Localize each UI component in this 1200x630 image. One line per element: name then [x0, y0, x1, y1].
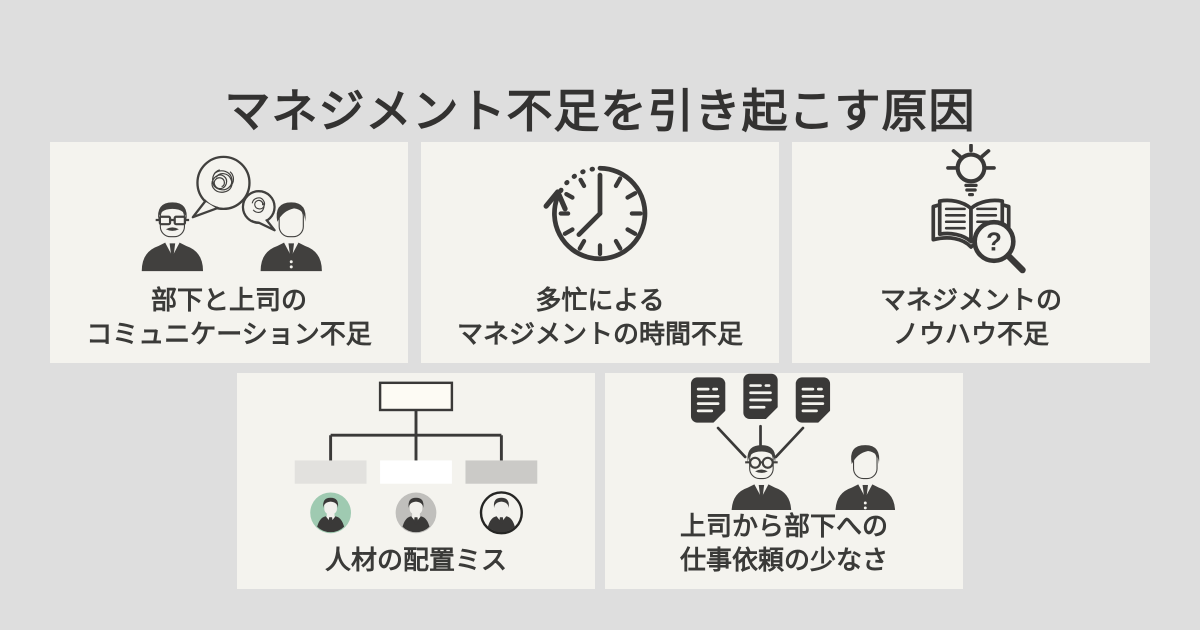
org-chart-box-right [465, 460, 538, 484]
org-chart-box-left [294, 460, 367, 484]
speech-bubble-small [241, 189, 276, 232]
arrowhead [543, 189, 568, 212]
card-label-line2: コミュニケーション不足 [86, 318, 372, 349]
book-lightbulb-magnifier-icon: ? [931, 144, 1026, 274]
card-label-line2: マネジメントの時間不足 [456, 318, 743, 349]
document-icon [794, 375, 833, 425]
card-label: 人材の配置ミス [325, 544, 507, 577]
avatar-outlined [479, 491, 523, 535]
speech-bubble-large [191, 155, 251, 219]
card-label-line1: 多忙による [535, 285, 665, 316]
clock-time-passing-icon [543, 165, 648, 261]
magnifier-question-icon: ? [972, 220, 1026, 274]
subordinate-avatar [834, 444, 896, 511]
org-chart-connectors [329, 409, 503, 461]
hour-hand [576, 210, 603, 237]
tangled-scribble [210, 169, 234, 193]
clock-circle-arc [552, 165, 648, 261]
document-icon [689, 375, 728, 425]
card-label-line2: ノウハウ不足 [892, 318, 1049, 349]
card-label: 多忙による マネジメントの時間不足 [457, 284, 743, 351]
avatar-gray [395, 492, 437, 534]
clock-dotted-arc [558, 166, 596, 193]
tangled-scribble-small [251, 197, 265, 213]
card-communication-shortage: 部下と上司の コミュニケーション不足 [50, 142, 408, 363]
boss-avatar [730, 443, 793, 511]
card-label-line1: 上司から部下への [679, 511, 888, 542]
card-staff-misplacement: 人材の配置ミス [237, 373, 595, 589]
lightbulb-icon [946, 144, 996, 197]
card-label-line2: 仕事依頼の少なさ [679, 544, 888, 575]
card-label: 上司から部下への 仕事依頼の少なさ [680, 510, 888, 577]
card-label-line1: 部下と上司の [150, 285, 307, 316]
documents-to-boss-icon [689, 373, 896, 511]
clock-ticks [558, 175, 643, 256]
card-label-line1: マネジメントの [879, 285, 1062, 316]
org-chart-box-top [378, 381, 454, 412]
org-chart-avatars-icon [294, 381, 538, 535]
card-label: マネジメントの ノウハウ不足 [880, 284, 1062, 351]
card-label: 部下と上司の コミュニケーション不足 [86, 284, 371, 351]
card-label-line1: 人材の配置ミス [324, 544, 507, 575]
card-knowhow-shortage: ? マネジメントの ノウハウ不足 [792, 142, 1150, 363]
page-title: マネジメント不足を引き起こす原因 [224, 84, 976, 137]
document-icon [742, 373, 780, 421]
card-time-shortage: 多忙による マネジメントの時間不足 [421, 142, 779, 363]
boss-avatar [140, 200, 204, 272]
card-few-work-requests: 上司から部下への 仕事依頼の少なさ [605, 373, 963, 589]
avatar-green [310, 492, 351, 534]
question-mark: ? [986, 229, 1002, 257]
boss-subordinate-tangled-speech-bubbles-icon [140, 155, 322, 272]
org-chart-box-middle [380, 460, 452, 484]
